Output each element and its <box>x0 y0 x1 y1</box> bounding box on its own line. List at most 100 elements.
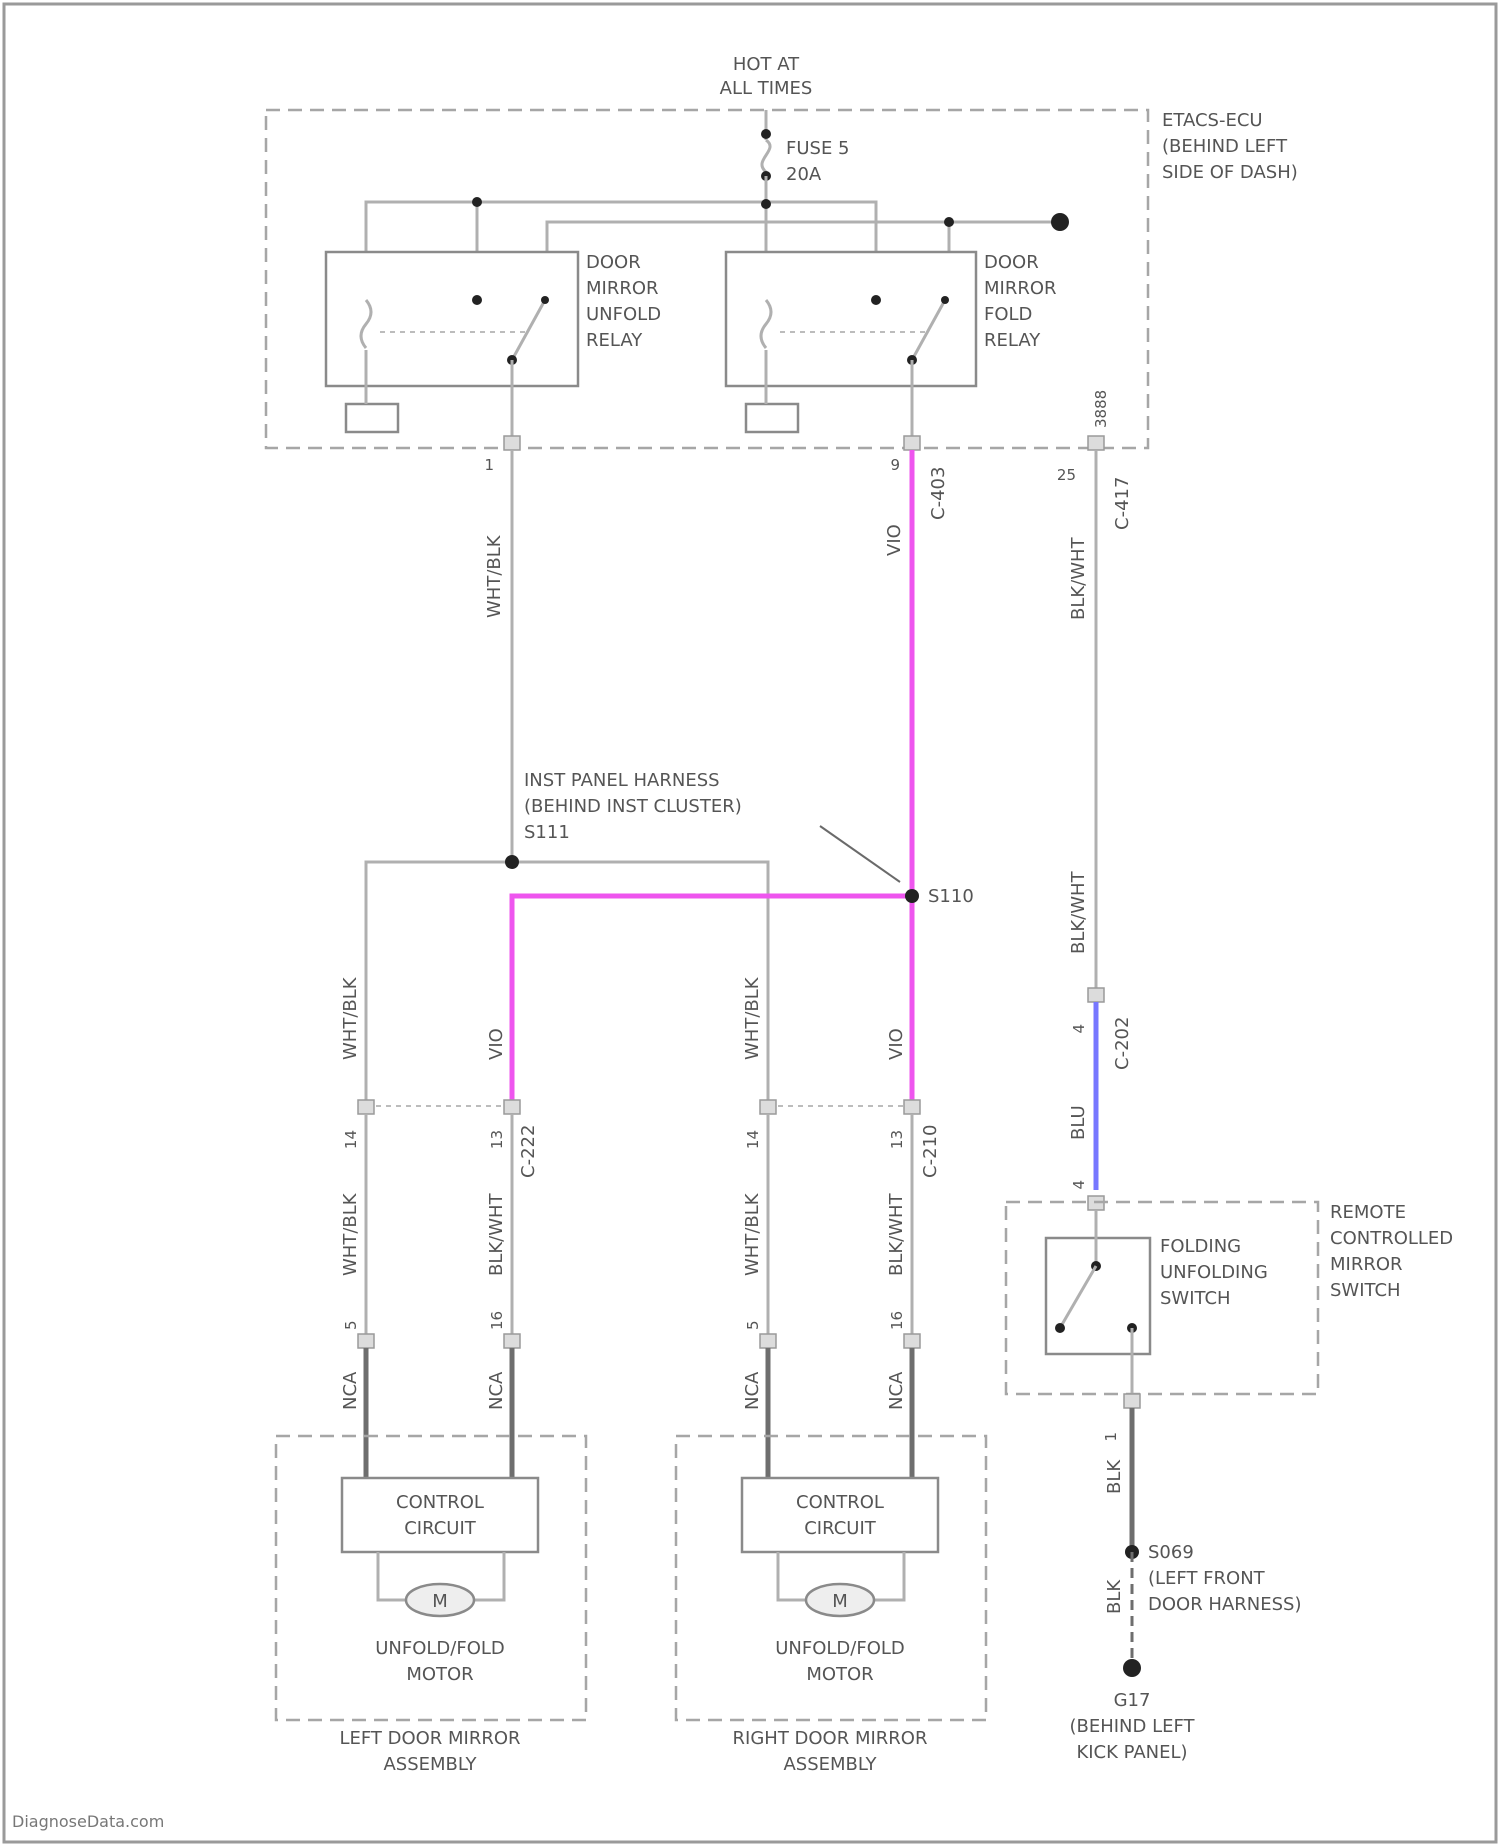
mirror-switch-assembly-label: CONTROLLED <box>1330 1228 1453 1249</box>
wire-wht-blk-branch <box>366 862 768 1106</box>
pin-number: 9 <box>890 456 900 474</box>
wire-label: NCA <box>742 1371 763 1410</box>
wire-label: NCA <box>486 1371 507 1410</box>
ground-location: KICK PANEL) <box>1076 1742 1187 1763</box>
left-motor-label: UNFOLD/FOLD <box>375 1638 505 1659</box>
folding-switch-box <box>1046 1238 1150 1354</box>
fold-relay-label: MIRROR <box>984 278 1057 299</box>
power-label-line2: ALL TIMES <box>720 78 813 99</box>
splice-s110 <box>905 889 919 903</box>
fold-relay-label: FOLD <box>984 304 1032 325</box>
pin-number: 5 <box>744 1320 762 1330</box>
wire-label: BLU <box>1068 1105 1089 1140</box>
ground-location: (BEHIND LEFT <box>1069 1716 1195 1737</box>
harness-label-line1: INST PANEL HARNESS <box>524 770 720 791</box>
right-mirror-name: RIGHT DOOR MIRROR <box>733 1728 928 1749</box>
right-control-circuit-label: CONTROL <box>796 1492 884 1513</box>
mirror-switch-assembly-label: SWITCH <box>1330 1280 1401 1301</box>
internal-connection-terminal <box>1051 213 1069 231</box>
fuse-symbol <box>762 140 770 172</box>
ctrl-bus-junction <box>944 217 954 227</box>
ground-g17-icon <box>1123 1659 1141 1677</box>
mirror-feed-wires <box>366 1114 912 1336</box>
wire-label: WHT/BLK <box>742 976 763 1060</box>
wire-label: NCA <box>886 1371 907 1410</box>
splice-s110-label: S110 <box>928 886 974 907</box>
pin-number: 4 <box>1070 1180 1088 1190</box>
wire-label: WHT/BLK <box>484 534 505 618</box>
bus-junction <box>472 197 482 207</box>
connector-pin <box>504 1100 520 1114</box>
pin-number: 1 <box>484 456 494 474</box>
fold-relay-label: RELAY <box>984 330 1041 351</box>
fold-relay-box <box>726 252 976 386</box>
pin-number: 13 <box>488 1130 506 1149</box>
pin-number: 25 <box>1057 466 1076 484</box>
right-motor-label: MOTOR <box>806 1664 873 1685</box>
wire-label: BLK <box>1104 1579 1125 1614</box>
etacs-label-line3: SIDE OF DASH) <box>1162 162 1298 183</box>
connector-pin <box>904 1100 920 1114</box>
harness-label-line2: (BEHIND INST CLUSTER) <box>524 796 742 817</box>
splice-s069-label: S069 <box>1148 1542 1194 1563</box>
connector-label: C-202 <box>1112 1017 1133 1070</box>
fuse-top-terminal <box>761 129 771 139</box>
wire-label: BLK <box>1104 1459 1125 1494</box>
left-control-circuit-box <box>342 1478 538 1552</box>
connector-pin <box>1088 988 1104 1002</box>
connector-label: C-210 <box>920 1125 941 1178</box>
wire-label: VIO <box>884 524 905 556</box>
wire-label: BLK/WHT <box>1068 870 1089 954</box>
wire-label: WHT/BLK <box>340 976 361 1060</box>
folding-switch-label: UNFOLDING <box>1160 1262 1268 1283</box>
wire-label: WHT/BLK <box>340 1192 361 1276</box>
connector-label: C-403 <box>928 467 949 520</box>
connector-label: C-222 <box>518 1125 539 1178</box>
folding-switch-label: SWITCH <box>1160 1288 1231 1309</box>
s110-leader-line <box>820 826 900 882</box>
pin-number: 5 <box>342 1320 360 1330</box>
mirror-connector-pins <box>358 1334 920 1348</box>
wire-vio-branch <box>512 896 912 1106</box>
splice-s111 <box>505 855 519 869</box>
wire-label: WHT/BLK <box>742 1192 763 1276</box>
wire-label: BLK/WHT <box>1068 536 1089 620</box>
fuse-rating: 20A <box>786 164 822 185</box>
pin-number: 16 <box>488 1311 506 1330</box>
right-control-circuit-label: CIRCUIT <box>804 1518 877 1539</box>
pin-number: 14 <box>744 1130 762 1149</box>
watermark: DiagnoseData.com <box>12 1812 164 1831</box>
left-motor-label: MOTOR <box>406 1664 473 1685</box>
connector-pin <box>760 1100 776 1114</box>
connector-pin <box>358 1100 374 1114</box>
wire-label: VIO <box>486 1028 507 1060</box>
etacs-label-line1: ETACS-ECU <box>1162 110 1263 131</box>
fold-relay-label: DOOR <box>984 252 1039 273</box>
splice-s111-label: S111 <box>524 822 570 843</box>
right-motor-symbol: M <box>832 1591 848 1612</box>
pin-number: 1 <box>1102 1432 1120 1442</box>
splice-s069-location: (LEFT FRONT <box>1148 1568 1266 1589</box>
right-control-circuit-box <box>742 1478 938 1552</box>
unfold-relay-label: UNFOLD <box>586 304 661 325</box>
pin-number: 13 <box>888 1130 906 1149</box>
splice-s069-location: DOOR HARNESS) <box>1148 1594 1302 1615</box>
pin-number: 14 <box>342 1130 360 1149</box>
right-mirror-name: ASSEMBLY <box>783 1754 877 1775</box>
unfold-relay-label: MIRROR <box>586 278 659 299</box>
connector-label: C-417 <box>1112 477 1133 530</box>
wire-label: BLK/WHT <box>486 1192 507 1276</box>
bus-junction <box>761 199 771 209</box>
left-mirror-name: ASSEMBLY <box>383 1754 477 1775</box>
connector-pin <box>1124 1394 1140 1408</box>
folding-switch-label: FOLDING <box>1160 1236 1241 1257</box>
etacs-label-line2: (BEHIND LEFT <box>1162 136 1288 157</box>
left-control-circuit-label: CIRCUIT <box>404 1518 477 1539</box>
wire-label: BLK/WHT <box>886 1192 907 1276</box>
power-label-line1: HOT AT <box>733 54 800 75</box>
pin-number: 3888 <box>1092 390 1110 428</box>
left-control-circuit-label: CONTROL <box>396 1492 484 1513</box>
nca-wires <box>366 1348 912 1478</box>
mirror-switch-assembly-label: REMOTE <box>1330 1202 1406 1223</box>
